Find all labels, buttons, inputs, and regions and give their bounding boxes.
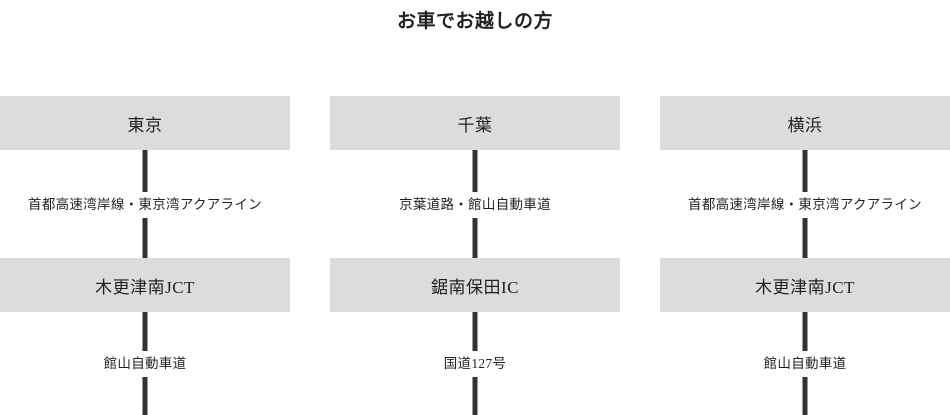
route-node-waypoint: 木更津南JCT [660,258,950,312]
route-link-label-first: 首都高速湾岸線・東京湾アクアライン [0,192,290,218]
route-node-origin: 横浜 [660,96,950,150]
route-node-origin: 千葉 [330,96,620,150]
connector-line-vertical [472,96,478,415]
page-title: お車でお越しの方 [396,11,553,32]
connector-line-vertical [142,96,148,415]
route-diagram: 東京 首都高速湾岸線・東京湾アクアライン 木更津南JCT 館山自動車道 千葉 京… [0,96,950,415]
route-link-label-first: 京葉道路・館山自動車道 [330,192,620,218]
route-column-yokohama: 横浜 首都高速湾岸線・東京湾アクアライン 木更津南JCT 館山自動車道 [660,96,950,415]
connector-line-vertical [802,96,808,415]
route-link-label-second: 国道127号 [330,351,620,377]
route-link-label-second: 館山自動車道 [660,351,950,377]
route-link-label-first: 首都高速湾岸線・東京湾アクアライン [660,192,950,218]
route-column-chiba: 千葉 京葉道路・館山自動車道 鋸南保田IC 国道127号 [330,96,620,415]
route-node-origin: 東京 [0,96,290,150]
route-link-label-second: 館山自動車道 [0,351,290,377]
route-node-waypoint: 木更津南JCT [0,258,290,312]
route-column-tokyo: 東京 首都高速湾岸線・東京湾アクアライン 木更津南JCT 館山自動車道 [0,96,290,415]
route-node-waypoint: 鋸南保田IC [330,258,620,312]
